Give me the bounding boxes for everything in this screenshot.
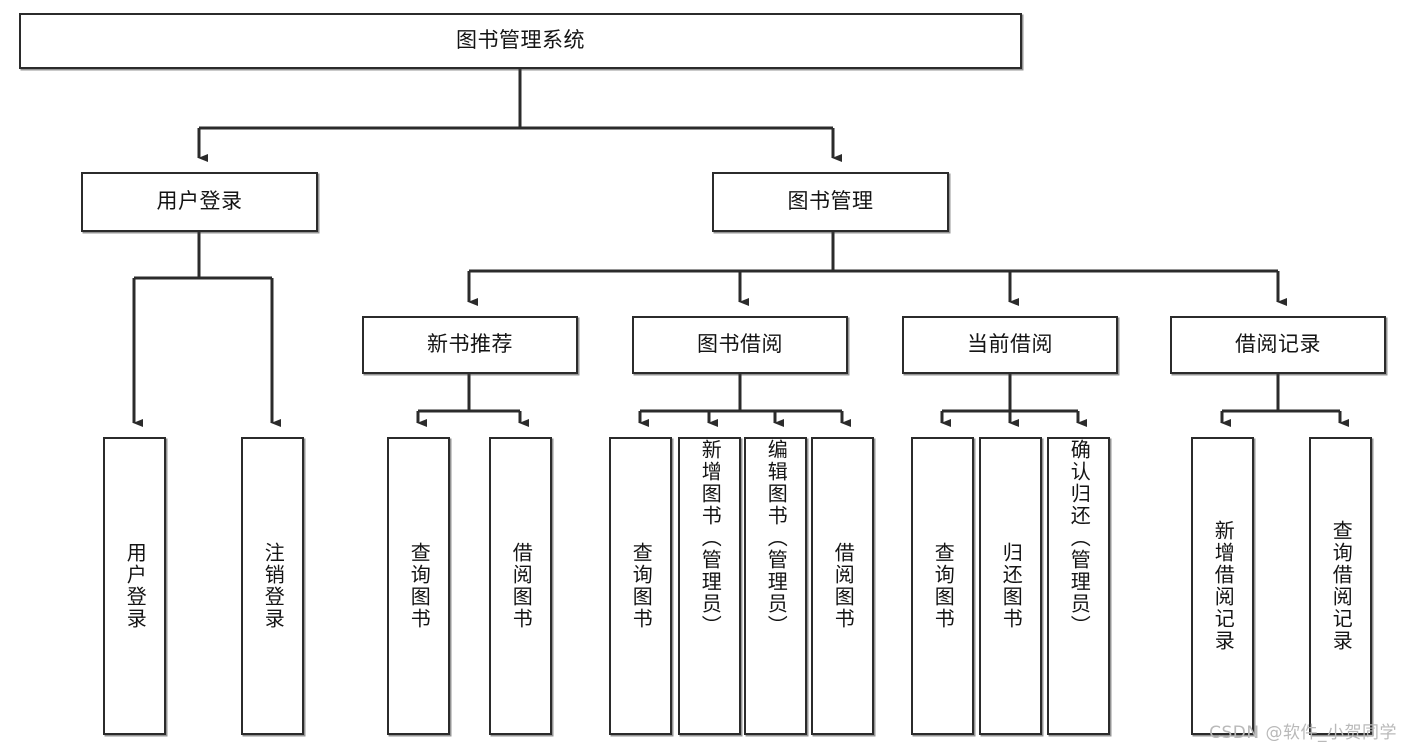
- leaf-query-book-current[interactable]: 查询图书: [911, 437, 974, 735]
- node-label: 编辑图书（管理员）: [764, 439, 789, 637]
- node-label: 当前借阅: [967, 332, 1053, 357]
- node-new-book-recommend[interactable]: 新书推荐: [362, 316, 578, 374]
- node-label: 注销登录: [261, 542, 286, 630]
- node-root-book-management-system[interactable]: 图书管理系统: [19, 13, 1022, 69]
- leaf-query-book-new-recommend[interactable]: 查询图书: [387, 437, 450, 735]
- leaf-add-book-admin[interactable]: 新增图书（管理员）: [678, 437, 741, 735]
- leaf-borrow-book-new-recommend[interactable]: 借阅图书: [489, 437, 552, 735]
- leaf-borrow-book-borrow[interactable]: 借阅图书: [811, 437, 874, 735]
- leaf-user-login[interactable]: 用户登录: [103, 437, 166, 735]
- node-user-login[interactable]: 用户登录: [81, 172, 318, 232]
- leaf-query-borrow-record[interactable]: 查询借阅记录: [1309, 437, 1372, 735]
- node-label: 图书管理: [787, 189, 874, 214]
- leaf-query-book-borrow[interactable]: 查询图书: [609, 437, 672, 735]
- watermark: CSDN @软件_小贺同学: [1209, 723, 1397, 743]
- node-label: 归还图书: [999, 542, 1024, 630]
- node-borrow-record[interactable]: 借阅记录: [1170, 316, 1386, 374]
- node-label: 查询图书: [629, 542, 654, 630]
- node-label: 查询借阅记录: [1329, 520, 1354, 652]
- node-label: 借阅图书: [831, 542, 856, 630]
- node-label: 查询图书: [407, 542, 432, 630]
- node-label: 图书借阅: [697, 332, 783, 357]
- leaf-add-borrow-record[interactable]: 新增借阅记录: [1191, 437, 1254, 735]
- node-label: 新增图书（管理员）: [698, 439, 723, 637]
- node-label: 查询图书: [931, 542, 956, 630]
- node-current-borrow[interactable]: 当前借阅: [902, 316, 1118, 374]
- node-label: 用户登录: [156, 189, 243, 214]
- leaf-confirm-return-admin[interactable]: 确认归还（管理员）: [1047, 437, 1110, 735]
- node-book-borrow[interactable]: 图书借阅: [632, 316, 848, 374]
- node-label: 确认归还（管理员）: [1067, 439, 1092, 637]
- node-label: 借阅记录: [1235, 332, 1321, 357]
- node-label: 借阅图书: [509, 542, 534, 630]
- node-label: 新书推荐: [427, 332, 513, 357]
- leaf-return-book[interactable]: 归还图书: [979, 437, 1042, 735]
- node-label: 用户登录: [123, 542, 148, 630]
- node-book-manage[interactable]: 图书管理: [712, 172, 949, 232]
- leaf-logout-login[interactable]: 注销登录: [241, 437, 304, 735]
- node-label: 新增借阅记录: [1211, 520, 1236, 652]
- node-label: 图书管理系统: [456, 28, 585, 53]
- leaf-edit-book-admin[interactable]: 编辑图书（管理员）: [744, 437, 807, 735]
